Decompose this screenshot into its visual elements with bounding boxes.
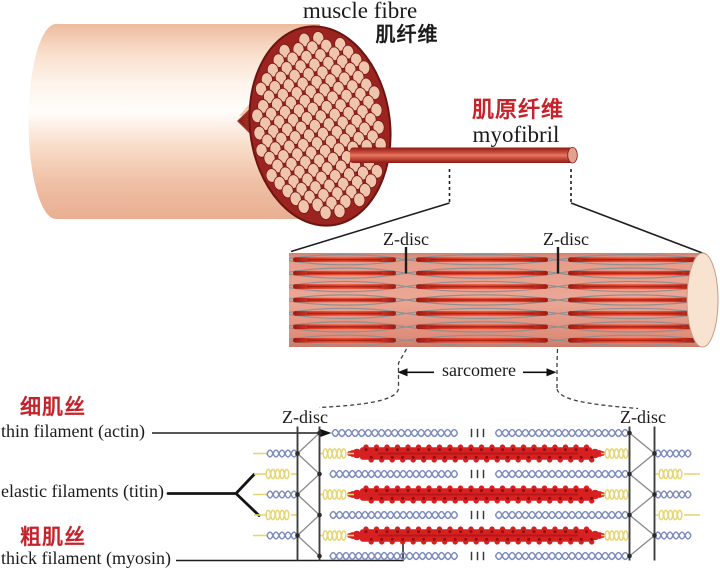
thick-filament-leader <box>176 541 404 562</box>
muscle-fibre-illustration <box>28 24 578 227</box>
zdisc-label-cylinder-left: Z-disc <box>383 229 429 249</box>
myofibril-cylinder <box>289 247 719 348</box>
titin-fork-leader <box>166 473 261 517</box>
sarcomere-bracket <box>318 348 639 410</box>
myofibril-label-zh: 肌原纤维 <box>471 98 565 123</box>
zdisc-label-bottom-left: Z-disc <box>282 407 328 427</box>
thick-filament-label-zh: 粗肌丝 <box>20 525 86 549</box>
myofibril-rod <box>350 147 573 163</box>
thin-filament-label-zh: 细肌丝 <box>20 395 86 419</box>
sarcomere-label: sarcomere <box>442 360 516 380</box>
thick-filament-label-en: thick filament (myosin) <box>1 548 171 568</box>
zdisc-label-cylinder-right: Z-disc <box>543 229 589 249</box>
zdisc-label-bottom-right: Z-disc <box>620 407 666 427</box>
fibre-cross-section <box>248 25 392 227</box>
thin-filament-label-en: thin filament (actin) <box>1 421 145 441</box>
muscle-fibre-label-zh: 肌纤维 <box>375 22 439 46</box>
elastic-filaments-label-en: elastic filaments (titin) <box>1 481 164 501</box>
sarcomere-detail <box>152 426 700 562</box>
myofibril-label-en: myofibril <box>472 122 560 147</box>
cylinder-end-cap <box>686 252 719 348</box>
muscle-fibre-label-en: muscle fibre <box>302 0 418 23</box>
thin-filament-arrowhead <box>319 428 332 438</box>
zoom-leader-lines <box>290 169 706 255</box>
